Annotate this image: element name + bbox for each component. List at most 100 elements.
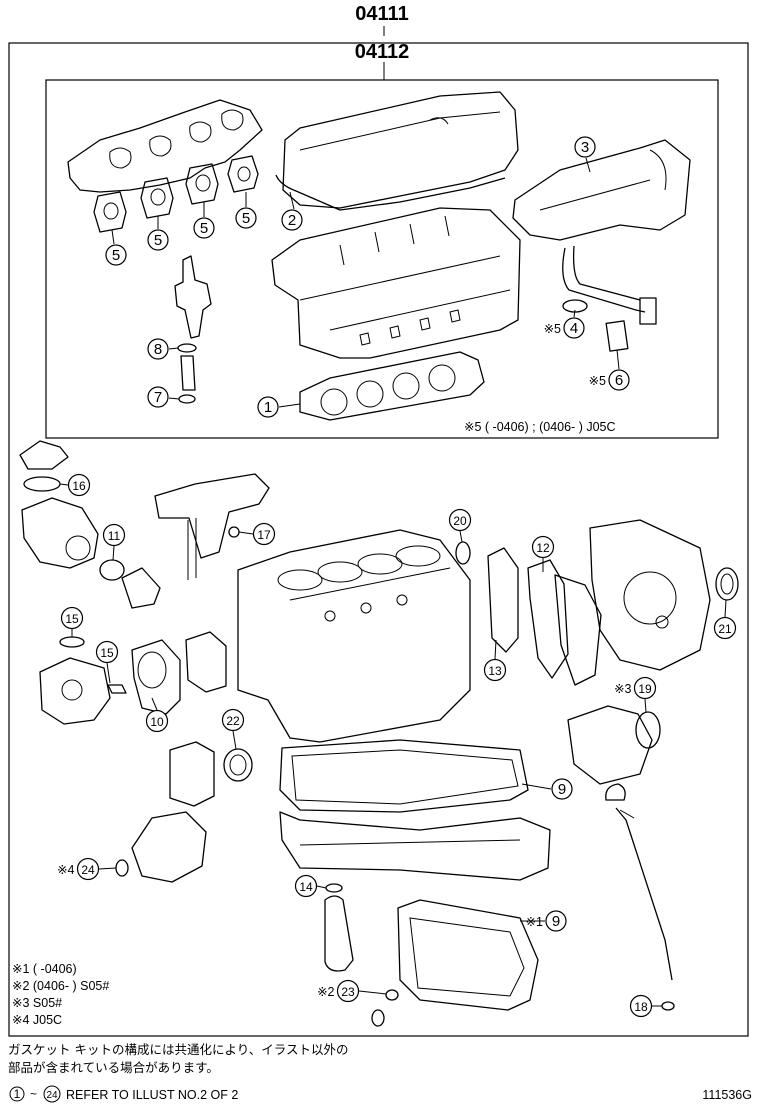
callout-c21[interactable]: 21 <box>713 599 737 640</box>
reference-line: 1 ~ 24 REFER TO ILLUST NO.2 OF 2 <box>9 1085 238 1103</box>
callout-prefix: ※4 <box>57 863 74 877</box>
footnote-3: ※3 S05# <box>12 996 62 1010</box>
range-end-circle <box>43 1085 61 1103</box>
callout-c5c[interactable]: 5 <box>193 202 215 239</box>
footnote-1: ※1 ( -0406) <box>12 962 77 976</box>
callout-c5a[interactable]: 5 <box>105 229 127 266</box>
callout-c22[interactable]: 22 <box>221 708 245 750</box>
callout-number: 4 <box>570 320 578 337</box>
callout-c12[interactable]: 12 <box>531 535 555 573</box>
outer-kit-number[interactable]: 04111 <box>355 3 408 25</box>
callout-c9b[interactable]: 9※1 <box>520 910 567 932</box>
callout-number: 15 <box>100 646 114 660</box>
callout-circle <box>145 709 169 733</box>
callout-c15b[interactable]: 15 <box>95 640 119 684</box>
callout-circle <box>608 369 630 391</box>
callout-number: 13 <box>488 664 502 678</box>
callout-number: 3 <box>581 139 589 156</box>
callout-leader <box>358 990 387 995</box>
callout-c24[interactable]: 24※4 <box>57 857 117 881</box>
cylinder-head-drawing <box>271 207 521 359</box>
callout-prefix: ※5 <box>589 374 606 388</box>
callout-circle <box>95 640 119 664</box>
japanese-note-line-2: 部品が含まれている場合があります。 <box>8 1060 219 1075</box>
callout-c9a[interactable]: 9 <box>521 778 573 800</box>
callout-circle <box>551 778 573 800</box>
callout-c16[interactable]: 16 <box>59 473 91 497</box>
callout-leader <box>151 697 158 711</box>
callout-leader <box>98 867 117 870</box>
manifold-gaskets-drawing <box>93 155 259 233</box>
intake-manifold-drawing <box>512 139 691 241</box>
callout-number: 1 <box>264 399 272 416</box>
callout-c3[interactable]: 3 <box>574 136 596 173</box>
cylinder-block-drawing <box>237 529 471 743</box>
callout-circle <box>574 136 596 158</box>
callout-number: 5 <box>200 220 208 237</box>
reference-text[interactable]: REFER TO ILLUST NO.2 OF 2 <box>66 1088 238 1102</box>
callout-leader <box>494 639 497 660</box>
callout-circle <box>483 658 507 682</box>
callout-number: 15 <box>65 612 79 626</box>
callout-circle <box>147 229 169 251</box>
callout-c15a[interactable]: 15 <box>60 606 84 638</box>
footnote-2: ※2 (0406- ) S05# <box>12 979 109 993</box>
callout-number: 10 <box>150 715 164 729</box>
callout-c10[interactable]: 10 <box>145 697 169 733</box>
water-pump-drawing <box>39 631 227 725</box>
callout-leader <box>106 662 111 684</box>
callout-leader <box>111 229 115 245</box>
callout-number: 5 <box>242 210 250 227</box>
callout-c5d[interactable]: 5 <box>235 192 257 229</box>
callout-c4[interactable]: 4 ※5 <box>544 309 585 339</box>
front-seal-cover-drawing <box>169 741 253 807</box>
callout-c11[interactable]: 11 <box>102 523 126 561</box>
callout-c5b[interactable]: 5 <box>147 216 169 251</box>
callout-leader <box>459 530 463 543</box>
callout-c20[interactable]: 20 <box>448 508 472 543</box>
callout-circle <box>147 386 169 408</box>
callout-number: 22 <box>226 714 240 728</box>
callout-prefix: ※5 <box>544 322 561 336</box>
callout-c19[interactable]: 19※3 <box>614 676 657 713</box>
callout-circle <box>336 979 360 1003</box>
callout-circle <box>102 523 126 547</box>
water-outlet-drawing <box>19 440 69 492</box>
exhaust-manifold-drawing <box>67 99 263 193</box>
cylinder-head-cover-drawing <box>275 91 519 211</box>
callout-number: 20 <box>453 514 467 528</box>
callout-leader <box>112 545 115 561</box>
timing-gear-drawing <box>567 705 661 785</box>
callout-number: 2 <box>288 212 296 229</box>
callout-circle <box>633 676 657 700</box>
callout-c8[interactable]: 8 <box>147 338 179 360</box>
callout-c1[interactable]: 1 <box>257 396 301 418</box>
footnote-4: ※4 J05C <box>12 1013 62 1027</box>
callout-c14[interactable]: 14 <box>294 874 327 898</box>
callout-c18[interactable]: 18 <box>629 994 663 1018</box>
callout-number: 17 <box>257 528 271 542</box>
thermostat-housing-drawing <box>21 497 161 609</box>
callout-leader <box>238 531 254 535</box>
callout-circle <box>629 994 653 1018</box>
vacuum-pump-drawing <box>115 811 207 883</box>
callout-c7[interactable]: 7 <box>147 386 180 408</box>
lower-oil-pan-gasket-drawing <box>371 899 539 1027</box>
inner-kit-number[interactable]: 04112 <box>355 41 410 63</box>
callout-number: 16 <box>72 479 86 493</box>
injector-drawing <box>174 255 212 404</box>
callout-leader <box>616 349 620 370</box>
callout-c23[interactable]: 23※2 <box>317 979 387 1003</box>
oil-pan-gasket-upper-drawing <box>279 739 529 813</box>
callout-c6[interactable]: 6※5 <box>589 349 630 391</box>
callout-prefix: ※2 <box>317 985 334 999</box>
callout-number: 21 <box>718 622 732 636</box>
fuel-pump-bracket-drawing <box>154 473 270 580</box>
head-gasket-drawing <box>299 351 485 421</box>
callout-number: 9 <box>552 913 560 930</box>
callout-c13[interactable]: 13 <box>483 639 507 682</box>
callout-leader <box>278 403 301 408</box>
callout-c17[interactable]: 17 <box>238 522 276 546</box>
callout-c2[interactable]: 2 <box>281 191 303 231</box>
